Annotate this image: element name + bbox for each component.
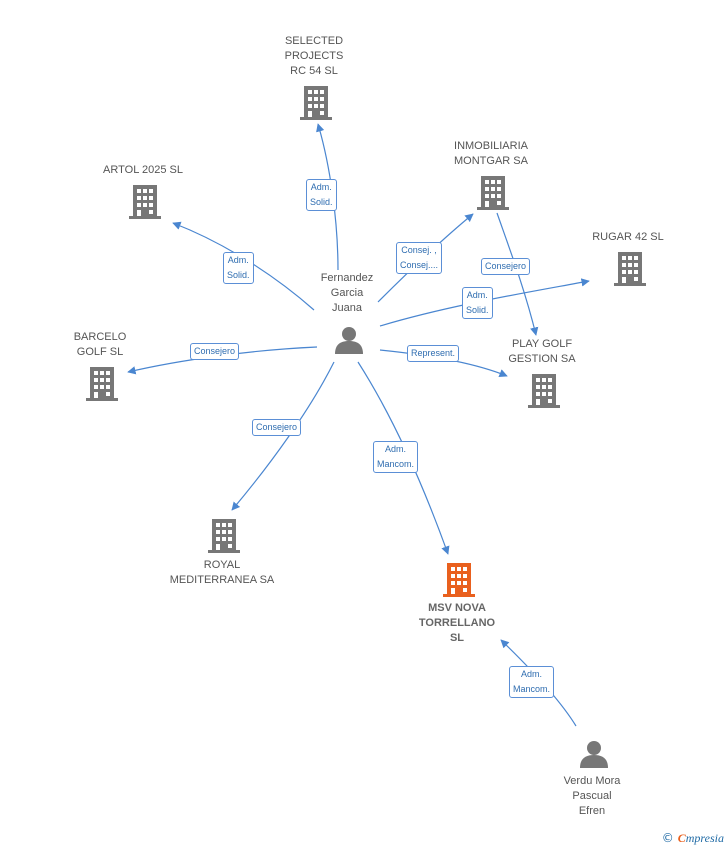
node-barcelo[interactable]: BARCELO GOLF SL bbox=[73, 331, 127, 358]
edge-label-inmob-to-play[interactable]: Consejero bbox=[481, 258, 531, 275]
brand-logo-mark: C bbox=[677, 831, 686, 845]
node-royal[interactable]: ROYAL MEDITERRANEA SA bbox=[169, 559, 275, 586]
node-msv-nova[interactable]: MSV NOVA TORRELLANO SL bbox=[418, 602, 496, 644]
node-rugar[interactable]: RUGAR 42 SL bbox=[592, 231, 664, 243]
edge-label-to-barcelo[interactable]: Consejero bbox=[190, 343, 240, 360]
node-play-golf[interactable]: PLAY GOLF GESTION SA bbox=[508, 338, 576, 365]
node-artol[interactable]: ARTOL 2025 SL bbox=[103, 164, 183, 176]
building-icon bbox=[443, 563, 475, 597]
building-icon bbox=[129, 185, 161, 219]
edge-label-to-msv[interactable]: Adm. Mancom. bbox=[373, 441, 419, 473]
node-inmobiliaria[interactable]: INMOBILIARIA MONTGAR SA bbox=[454, 140, 528, 167]
edge-label-to-royal[interactable]: Consejero bbox=[252, 419, 302, 436]
edge-label-verdu-to-msv[interactable]: Adm. Mancom. bbox=[509, 666, 555, 698]
edge-label-to-artol[interactable]: Adm. Solid. bbox=[223, 252, 254, 284]
building-icon bbox=[208, 519, 240, 553]
building-icon bbox=[86, 367, 118, 401]
building-icon bbox=[614, 252, 646, 286]
building-icon bbox=[477, 176, 509, 210]
node-verdu[interactable]: Verdu Mora Pascual Efren bbox=[563, 775, 621, 817]
edge-label-to-selected[interactable]: Adm. Solid. bbox=[306, 179, 337, 211]
brand-name: mpresia bbox=[685, 831, 724, 845]
copyright-icon: © bbox=[661, 831, 674, 845]
edge-to-royal bbox=[231, 361, 335, 511]
person-icon bbox=[580, 741, 608, 768]
edge-label-to-inmobiliaria[interactable]: Consej. , Consej.... bbox=[396, 242, 443, 274]
building-icon bbox=[300, 86, 332, 120]
node-fernandez[interactable]: Fernandez Garcia Juana bbox=[320, 272, 374, 314]
brand-credit[interactable]: ©Cmpresia bbox=[662, 831, 724, 846]
building-icon bbox=[528, 374, 560, 408]
edge-label-to-play-golf[interactable]: Represent. bbox=[407, 345, 460, 362]
person-icon bbox=[335, 327, 363, 354]
node-selected-projects[interactable]: SELECTED PROJECTS RC 54 SL bbox=[284, 35, 344, 77]
edge-label-to-rugar[interactable]: Adm. Solid. bbox=[462, 287, 493, 319]
